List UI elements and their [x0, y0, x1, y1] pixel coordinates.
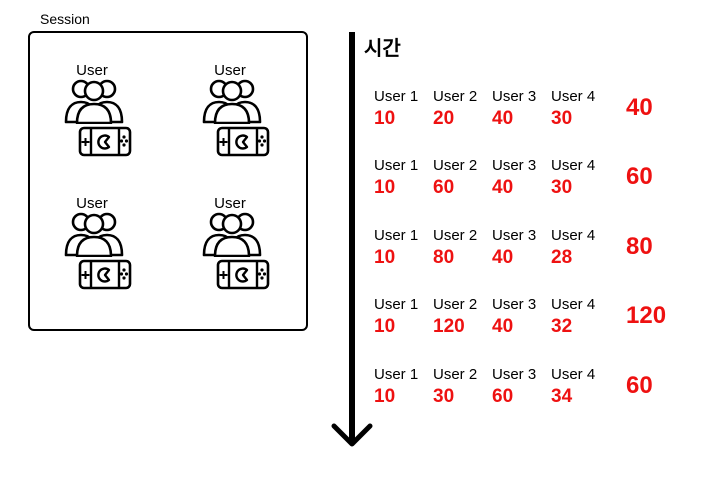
user-value: 28	[551, 247, 573, 268]
player-2: User	[198, 62, 288, 172]
user-value: 60	[492, 386, 514, 407]
player-1: User	[60, 62, 150, 172]
session-box	[28, 31, 308, 331]
user-label: User 1	[374, 366, 419, 383]
row-total: 120	[626, 302, 667, 329]
user-label: User 3	[492, 157, 537, 174]
user-label: User 4	[551, 227, 596, 244]
game-console-icon	[78, 126, 132, 157]
user-value: 10	[374, 247, 396, 268]
session-label: Session	[40, 11, 90, 27]
player-label: User	[76, 62, 108, 79]
user-value: 10	[374, 177, 396, 198]
people-icon	[64, 79, 124, 124]
timeline-arrow	[331, 32, 373, 447]
row-total: 60	[626, 372, 653, 399]
user-value: 30	[433, 386, 455, 407]
people-icon	[202, 212, 262, 257]
user-label: User 3	[492, 88, 537, 105]
user-label: User 1	[374, 88, 419, 105]
user-value: 40	[492, 177, 514, 198]
player-label: User	[214, 195, 246, 212]
game-console-icon	[78, 259, 132, 290]
user-value: 80	[433, 247, 455, 268]
player-3: User	[60, 195, 150, 305]
user-label: User 2	[433, 296, 478, 313]
user-value: 32	[551, 316, 573, 337]
user-value: 10	[374, 386, 396, 407]
user-value: 40	[492, 316, 514, 337]
user-label: User 4	[551, 296, 596, 313]
user-value: 60	[433, 177, 455, 198]
user-label: User 3	[492, 296, 537, 313]
player-4: User	[198, 195, 288, 305]
user-value: 30	[551, 177, 573, 198]
user-value: 10	[374, 316, 396, 337]
user-value: 20	[433, 108, 455, 129]
user-value: 34	[551, 386, 573, 407]
user-value: 40	[492, 108, 514, 129]
people-icon	[64, 212, 124, 257]
user-label: User 2	[433, 88, 478, 105]
user-label: User 4	[551, 366, 596, 383]
player-label: User	[214, 62, 246, 79]
user-value: 10	[374, 108, 396, 129]
user-label: User 3	[492, 227, 537, 244]
game-console-icon	[216, 126, 270, 157]
people-icon	[202, 79, 262, 124]
user-label: User 1	[374, 296, 419, 313]
user-label: User 4	[551, 88, 596, 105]
user-label: User 2	[433, 157, 478, 174]
user-label: User 2	[433, 227, 478, 244]
user-label: User 3	[492, 366, 537, 383]
user-label: User 1	[374, 157, 419, 174]
user-label: User 2	[433, 366, 478, 383]
row-total: 80	[626, 233, 653, 260]
player-label: User	[76, 195, 108, 212]
user-value: 40	[492, 247, 514, 268]
timeline-title: 시간	[364, 36, 401, 60]
down-arrow-icon	[331, 423, 373, 447]
row-total: 40	[626, 94, 653, 121]
user-value: 120	[433, 316, 465, 337]
game-console-icon	[216, 259, 270, 290]
user-label: User 4	[551, 157, 596, 174]
user-label: User 1	[374, 227, 419, 244]
user-value: 30	[551, 108, 573, 129]
row-total: 60	[626, 163, 653, 190]
